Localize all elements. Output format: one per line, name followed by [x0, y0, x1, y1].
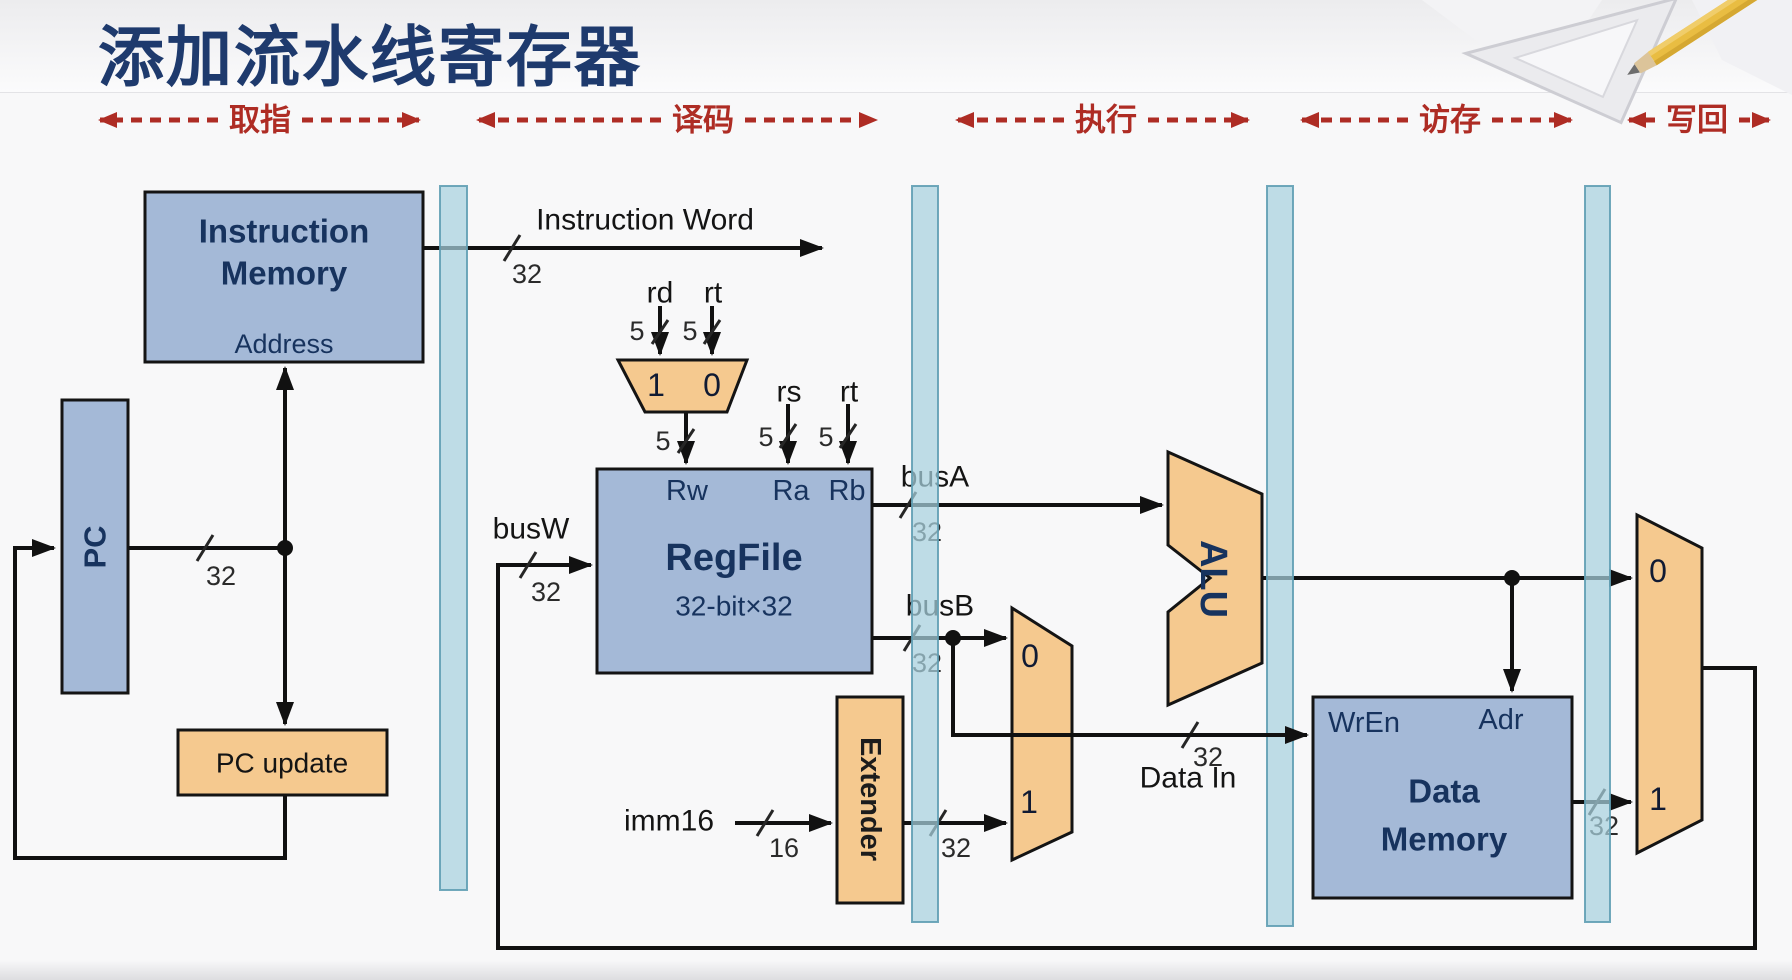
- data-memory-box: [1311, 695, 1574, 900]
- regdst-mux: [615, 358, 750, 414]
- drafting-tools-image: [1422, 0, 1792, 125]
- alu-label: ALU: [1192, 540, 1234, 618]
- data-memory-label-1: Data: [1408, 773, 1480, 810]
- pc-update-box: [176, 728, 389, 797]
- width-label: 32: [531, 577, 561, 607]
- bus-label-instruction-word: Instruction Word: [536, 204, 754, 237]
- bus-label-data-in: Data In: [1140, 762, 1237, 795]
- instruction-memory-box: [143, 190, 425, 364]
- width-label: 16: [769, 833, 799, 863]
- pc-label: PC: [78, 525, 113, 568]
- pipeline-register-bar-3: [1266, 185, 1294, 927]
- page-title: 添加流水线寄存器: [98, 20, 642, 94]
- regfile-port-ra: Ra: [772, 475, 810, 507]
- blocks: Instruction Memory Address PC PC update …: [60, 190, 1704, 905]
- width-slash: [518, 551, 538, 579]
- width-slash: [778, 423, 798, 449]
- bus-label-imm16: imm16: [624, 805, 714, 838]
- memtoreg-mux-input-0: 0: [1649, 553, 1667, 589]
- memtoreg-mux: [1635, 512, 1704, 856]
- regdst-mux-input-1: 1: [647, 367, 665, 403]
- regfile-port-rw: Rw: [666, 475, 709, 507]
- width-label: 32: [1193, 742, 1223, 772]
- width-slash: [650, 319, 670, 345]
- extender-box: [835, 695, 905, 905]
- alusrc-mux-input-1: 1: [1020, 784, 1038, 820]
- bus-label-busw: busW: [493, 513, 570, 546]
- stage-label-writeback: 写回: [1666, 103, 1728, 138]
- data-memory-label-2: Memory: [1381, 821, 1508, 858]
- regfile-label: RegFile: [665, 537, 802, 579]
- width-label: 5: [758, 422, 773, 452]
- junction-dot: [1504, 570, 1520, 586]
- width-label: 32: [941, 833, 971, 863]
- width-slash: [502, 234, 522, 262]
- width-slash: [702, 319, 722, 345]
- stage-ruler: 取指 译码 执行 访存 写回: [98, 103, 1771, 138]
- bottom-edge: [0, 960, 1792, 980]
- pc-box: [60, 398, 130, 695]
- set-square-icon: [1461, 0, 1680, 125]
- alu-shape: [1166, 449, 1264, 708]
- regfile-box: [595, 467, 874, 675]
- wire-data-in: [951, 638, 1309, 744]
- bus-label-rd: rd: [647, 277, 674, 310]
- width-label: 5: [655, 426, 670, 456]
- pipeline-register-bar-2: [911, 185, 939, 923]
- width-label: 5: [629, 316, 644, 346]
- width-label: 32: [206, 561, 236, 591]
- width-slash: [195, 534, 215, 562]
- instruction-memory-label-1: Instruction: [199, 213, 370, 250]
- pipeline-register-bar-4: [1584, 185, 1611, 923]
- bus-label-rs: rs: [777, 376, 802, 409]
- extender-label: Extender: [854, 737, 886, 861]
- width-label: 5: [818, 422, 833, 452]
- wire-busw-writeback: [496, 556, 1757, 950]
- stage-label-fetch: 取指: [229, 103, 291, 138]
- stage-label-execute: 执行: [1075, 103, 1137, 138]
- alusrc-mux-input-0: 0: [1021, 638, 1039, 674]
- stage-label-decode: 译码: [672, 103, 734, 138]
- width-slash: [838, 423, 858, 449]
- data-memory-port-wren: WrEn: [1328, 707, 1400, 739]
- wire-pc-feedback: [13, 539, 287, 860]
- regfile-size-label: 32-bit×32: [675, 591, 793, 622]
- instruction-memory-port-address: Address: [234, 329, 333, 359]
- width-slash: [676, 428, 696, 454]
- data-memory-port-adr: Adr: [1478, 704, 1523, 736]
- width-label: 32: [512, 259, 542, 289]
- pencil-icon: [1627, 0, 1792, 75]
- instruction-memory-label-2: Memory: [221, 255, 348, 292]
- pipeline-register-bar-1: [439, 185, 468, 891]
- pc-update-label: PC update: [216, 748, 348, 779]
- bus-label-rt: rt: [704, 277, 723, 310]
- junction-dot: [277, 540, 293, 556]
- stage-label-memory: 访存: [1419, 103, 1481, 138]
- pipeline-registers: [439, 185, 1611, 927]
- bus-label-rt2: rt: [840, 376, 859, 409]
- regfile-port-rb: Rb: [828, 475, 865, 507]
- width-label: 5: [682, 316, 697, 346]
- regdst-mux-input-0: 0: [703, 367, 721, 403]
- memtoreg-mux-input-1: 1: [1649, 781, 1667, 817]
- width-slash: [755, 809, 775, 837]
